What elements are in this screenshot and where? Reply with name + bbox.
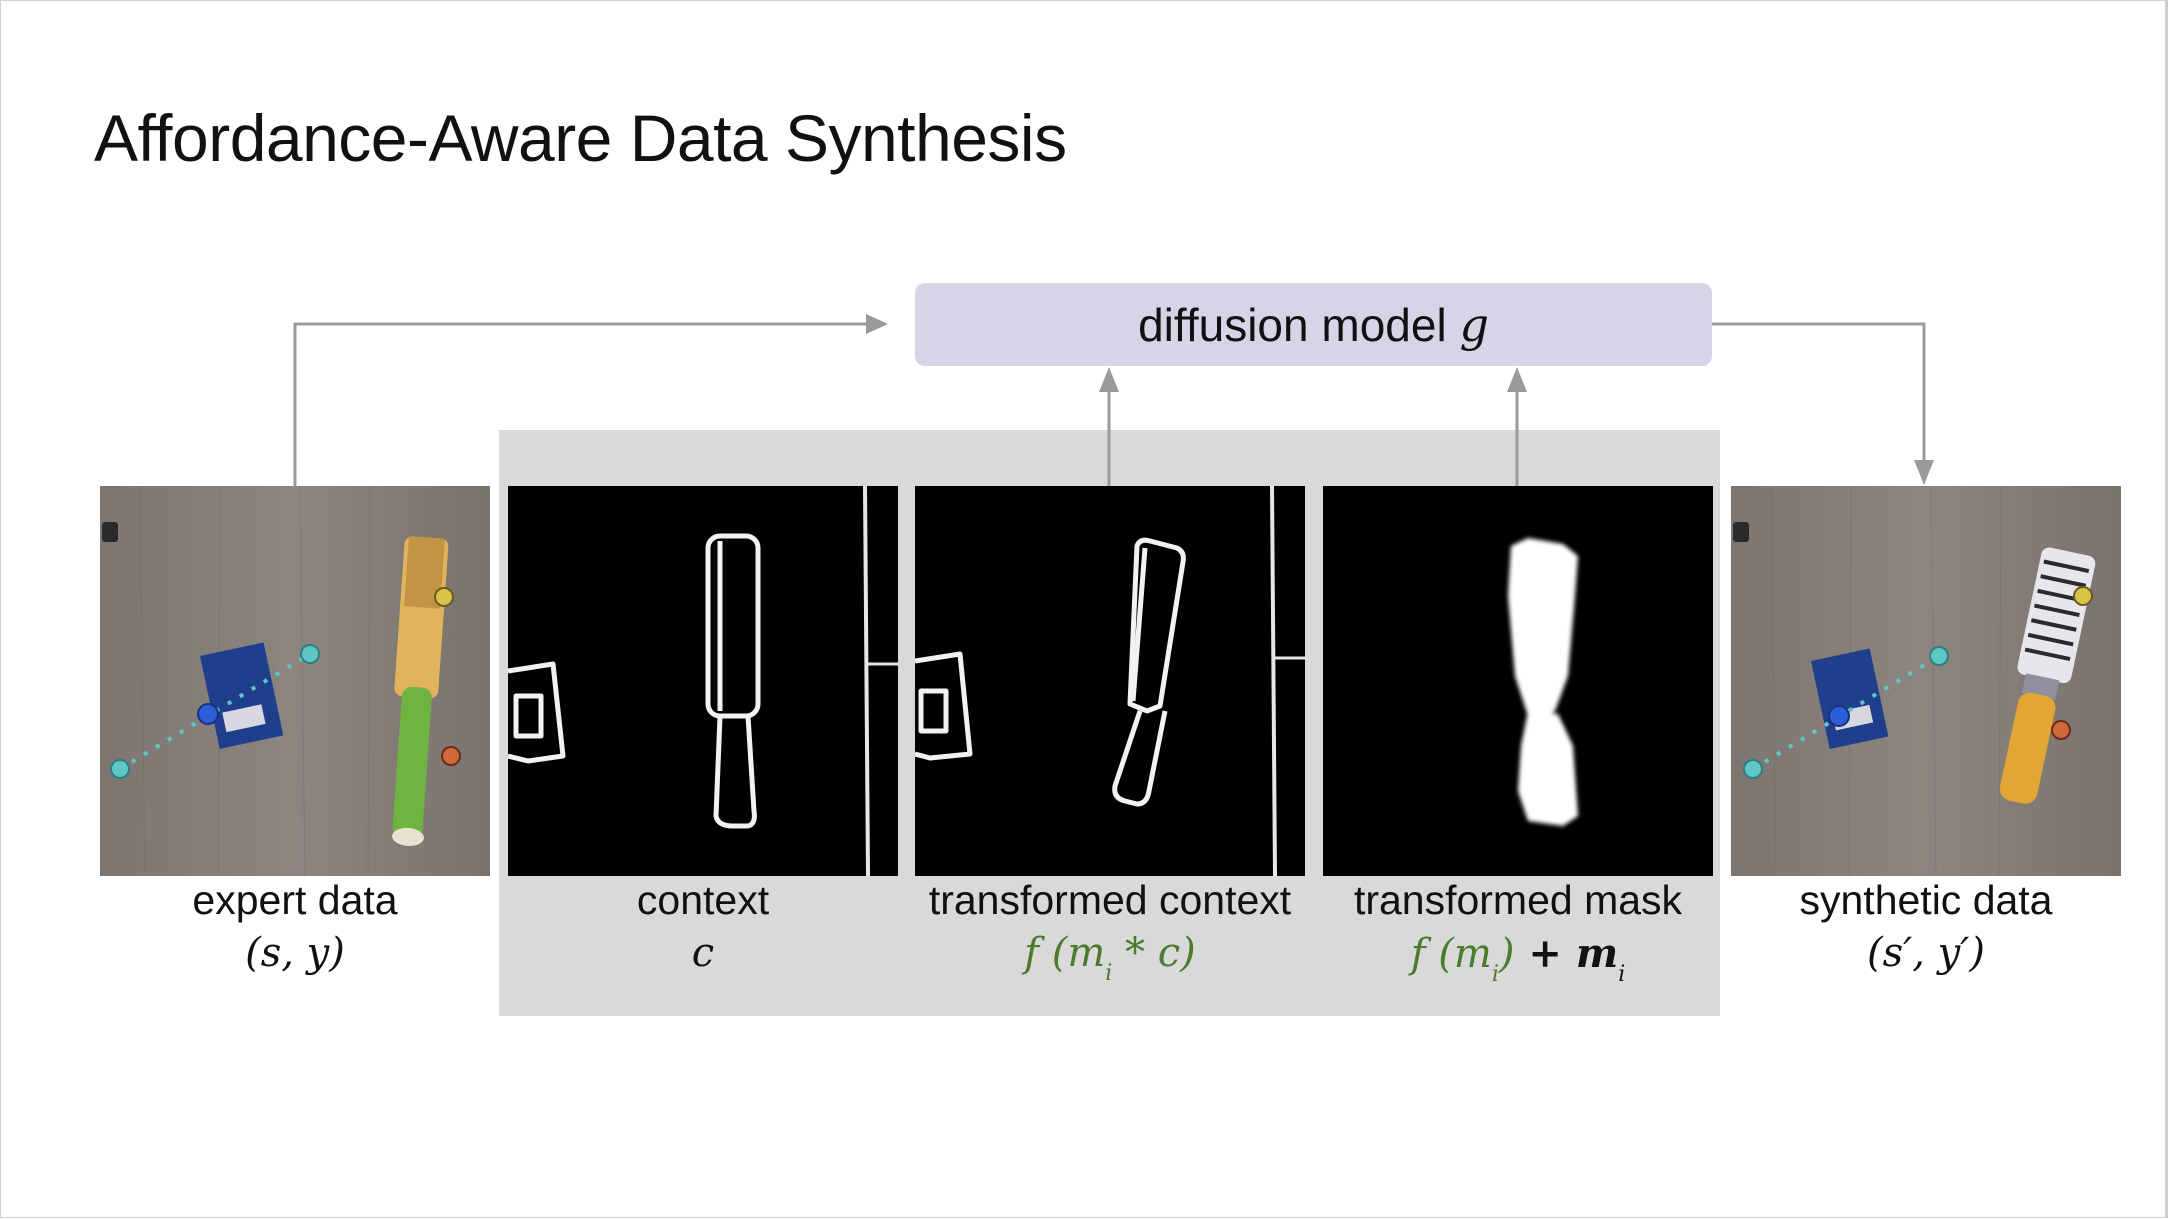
context-image: [508, 486, 898, 876]
expert-data-label: expert data: [192, 877, 398, 923]
expert-data-math: (s, y): [245, 930, 345, 976]
transformed-context-image: [915, 486, 1305, 876]
transformed-mask-image: [1323, 486, 1713, 876]
context-label: context: [636, 877, 770, 923]
transformed-mask-math: f (mi) + mi: [1410, 930, 1626, 987]
slide-title: Affordance-Aware Data Synthesis: [94, 101, 1067, 175]
expert-data-image: [100, 486, 490, 876]
synthetic-data-label: synthetic data: [1799, 877, 2053, 923]
model-to-synthetic-arrow: [1712, 322, 1926, 460]
synthetic-data-math: (s′, y′): [1867, 930, 1985, 976]
transformed-context-math: f (mi * c): [1024, 930, 1196, 986]
diffusion-model-symbol: g: [1459, 297, 1489, 352]
context-math: c: [691, 930, 715, 976]
transformed-mask-label: transformed mask: [1353, 877, 1683, 923]
diffusion-model-box: diffusion model g: [915, 283, 1712, 366]
expert-to-model-arrow: [293, 322, 880, 486]
transformed-context-label: transformed context: [928, 877, 1292, 923]
diffusion-model-label: diffusion model: [1138, 298, 1447, 351]
synthetic-data-image: [1731, 486, 2121, 876]
